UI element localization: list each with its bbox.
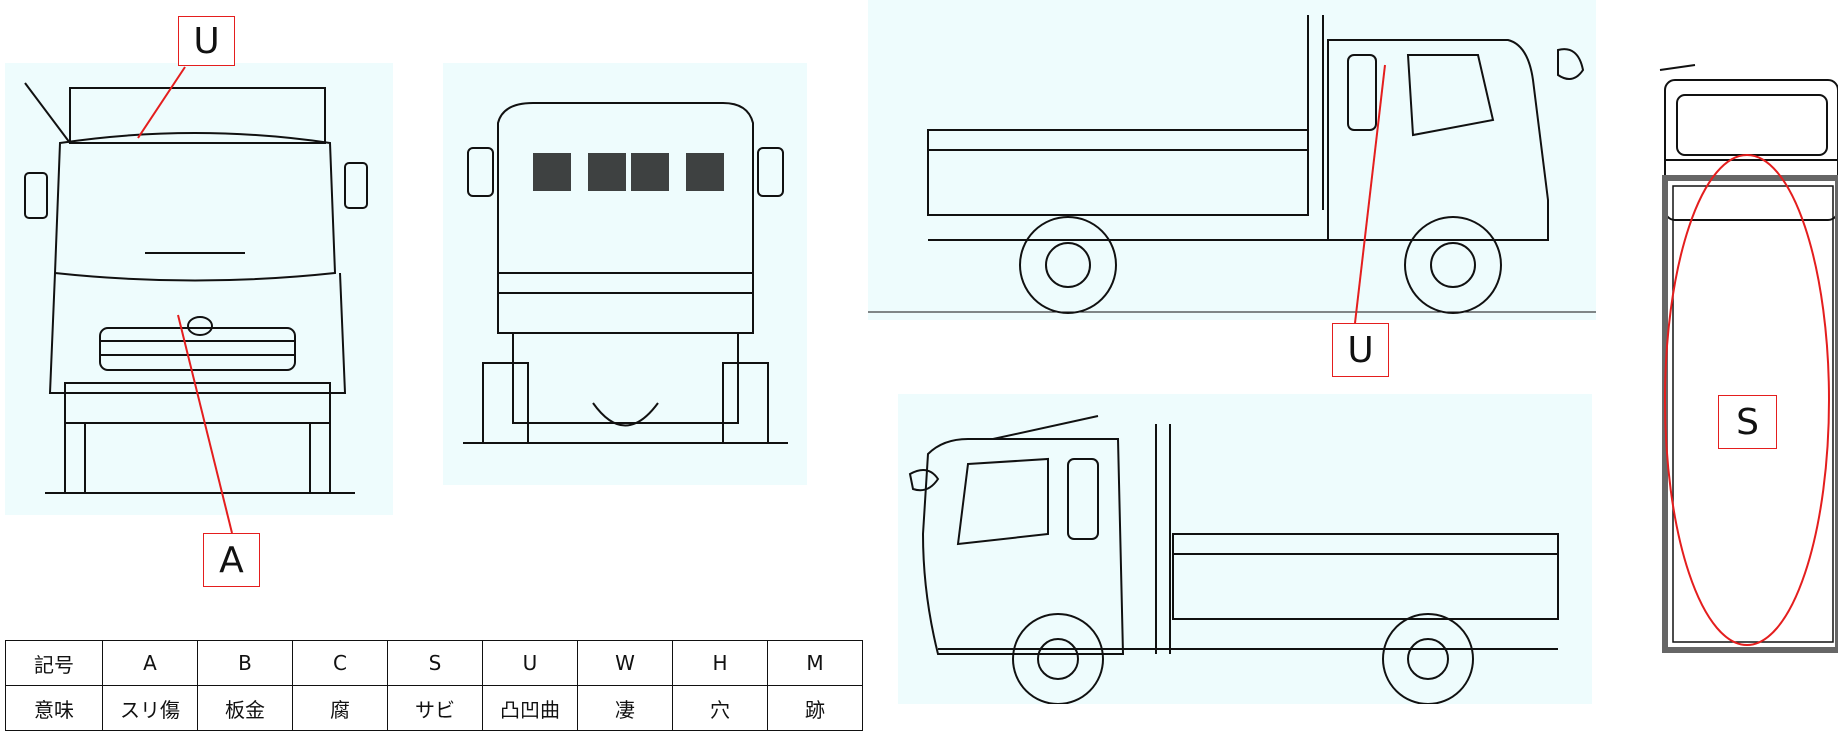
truck-top-drawing <box>1659 64 1838 653</box>
legend-code-cell: M <box>767 640 863 686</box>
legend-meaning-cell: スリ傷 <box>102 685 198 731</box>
legend-meaning-cell: 板金 <box>197 685 293 731</box>
front-view-panel <box>5 63 393 515</box>
legend-meaning-cell: 跡 <box>767 685 863 731</box>
legend-code-cell: S <box>387 640 483 686</box>
legend-meaning-cell: 凄 <box>577 685 673 731</box>
legend-code-row: 記号 A B C S U W H M <box>5 640 863 686</box>
callout-label-side-u: U <box>1332 323 1389 377</box>
legend-header-meaning: 意味 <box>5 685 103 731</box>
legend-meaning-cell: 凸凹曲 <box>482 685 578 731</box>
truck-right-side-drawing <box>908 415 1559 704</box>
callout-label-top-s: S <box>1718 395 1777 449</box>
legend-code-cell: W <box>577 640 673 686</box>
left-side-view-panel <box>868 0 1596 320</box>
legend-meaning-cell: 穴 <box>672 685 768 731</box>
legend-meaning-cell: サビ <box>387 685 483 731</box>
right-side-view-panel <box>898 394 1592 704</box>
damage-code-legend-table: 記号 A B C S U W H M 意味 スリ傷 板金 腐 サビ 凸凹曲 凄 … <box>5 640 863 731</box>
legend-code-cell: H <box>672 640 768 686</box>
legend-code-cell: B <box>197 640 293 686</box>
rear-view-panel <box>443 63 807 485</box>
legend-code-cell: U <box>482 640 578 686</box>
legend-code-cell: A <box>102 640 198 686</box>
top-view-panel <box>1655 60 1838 660</box>
callout-label-front-a: A <box>203 533 260 587</box>
legend-header-code: 記号 <box>5 640 103 686</box>
legend-meaning-row: 意味 スリ傷 板金 腐 サビ 凸凹曲 凄 穴 跡 <box>5 685 863 731</box>
legend-code-cell: C <box>292 640 388 686</box>
truck-left-side-drawing <box>868 15 1596 314</box>
callout-label-front-u: U <box>178 16 235 66</box>
truck-front-drawing <box>24 82 368 494</box>
legend-meaning-cell: 腐 <box>292 685 388 731</box>
truck-rear-drawing <box>463 102 788 444</box>
